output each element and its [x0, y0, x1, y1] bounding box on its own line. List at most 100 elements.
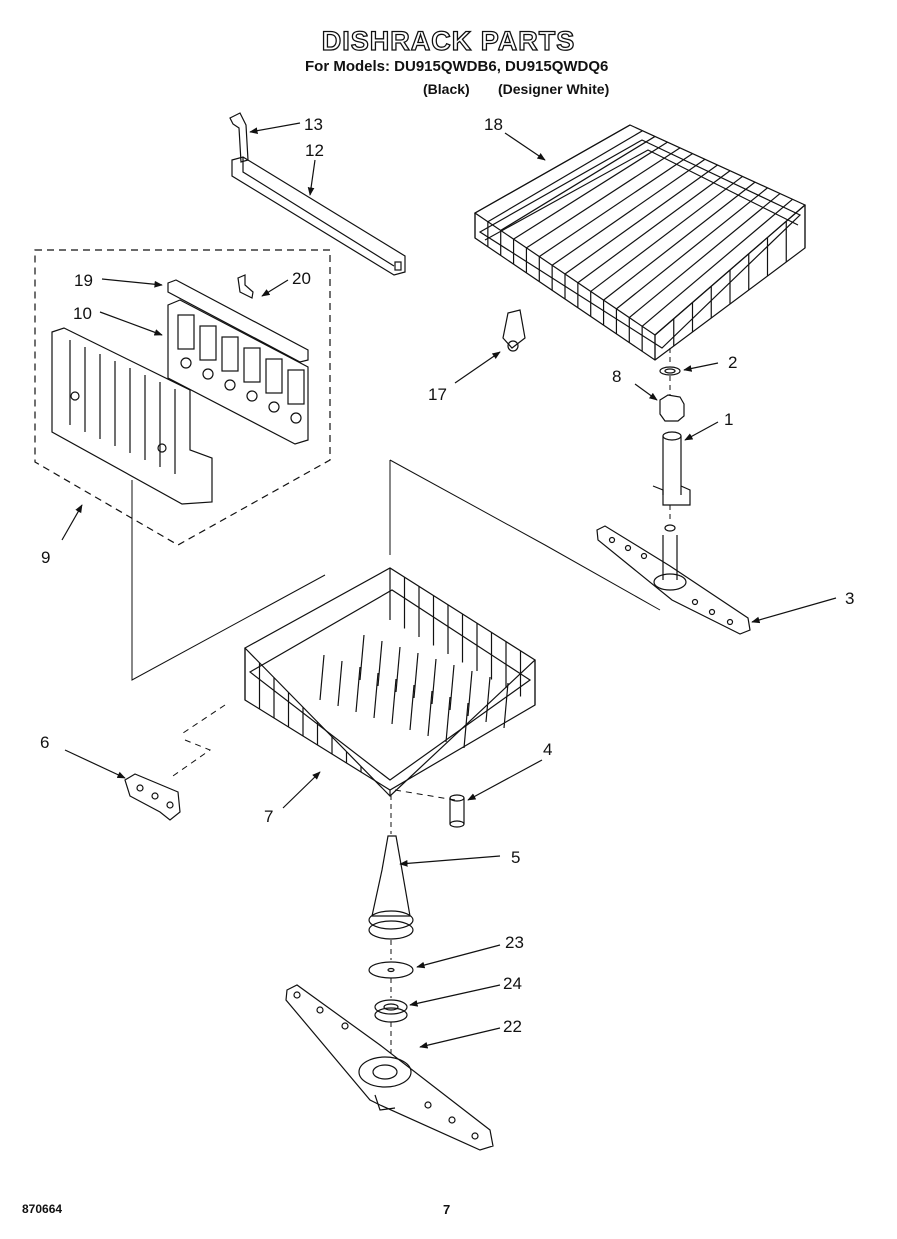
- spray-hole: [608, 536, 616, 544]
- rack-clip-13: [229, 112, 249, 163]
- leader-5: [399, 855, 501, 867]
- shelf-grid-cell: [243, 347, 261, 383]
- lower-spray-hub-5: [368, 835, 414, 940]
- spray-hole: [341, 1022, 349, 1030]
- shelf-grid-cell: [177, 314, 195, 350]
- spray-tube-1: [652, 431, 691, 532]
- lower-rack-7: [244, 567, 536, 797]
- rack-tine: [373, 672, 379, 719]
- spray-hole: [316, 1006, 324, 1014]
- shelf-hook: [290, 412, 302, 424]
- rack-tine: [391, 678, 397, 725]
- models-line: For Models: DU915QWDB6, DU915QWDQ6: [305, 58, 609, 75]
- rack-tine: [395, 646, 401, 693]
- upper-spray-arm-3: [596, 525, 751, 635]
- callout-22: 22: [503, 1017, 522, 1036]
- upper-rack-wire: [577, 170, 731, 284]
- leader-2: [683, 362, 719, 372]
- callout-19: 19: [74, 271, 93, 290]
- spray-hole: [471, 1132, 479, 1140]
- upper-rack-wire: [526, 147, 681, 249]
- callout-9: 9: [41, 548, 50, 567]
- washer-23: [368, 961, 414, 979]
- upper-rack-wire: [603, 181, 756, 301]
- nut-8: [659, 394, 685, 422]
- shelf-hook: [246, 390, 258, 402]
- shelf-hook: [224, 379, 236, 391]
- spray-hole: [726, 618, 734, 626]
- leader-arrows: [61, 122, 837, 1049]
- upper-rack-wire: [564, 164, 718, 275]
- callout-1: 1: [724, 410, 733, 429]
- callout-12: 12: [305, 141, 324, 160]
- leader-7: [282, 771, 321, 809]
- track-rail-12: [231, 156, 406, 276]
- callout-13: 13: [304, 115, 323, 134]
- rack-tine: [413, 652, 419, 699]
- shelf-hook: [268, 401, 280, 413]
- lower-spray-arm-22: [285, 984, 494, 1151]
- leader-20: [261, 279, 289, 297]
- clip-17: [502, 309, 526, 352]
- washer-2: [659, 366, 681, 376]
- callout-6: 6: [40, 733, 49, 752]
- callout-17: 17: [428, 385, 447, 404]
- leader-17: [454, 351, 501, 384]
- leader-19: [101, 278, 163, 288]
- cup-shelf-10: [167, 299, 309, 445]
- upper-rack-wire: [487, 130, 643, 223]
- upper-rack-wire: [551, 158, 706, 266]
- rack-tine: [463, 702, 469, 749]
- bearing-24: [374, 999, 408, 1023]
- upper-rack-wire: [628, 193, 781, 319]
- bar-19: [167, 279, 309, 363]
- spray-hole: [708, 608, 716, 616]
- bracket-6: [124, 773, 181, 821]
- rack-tine: [319, 654, 325, 701]
- rack-tine: [359, 634, 365, 681]
- leader-4: [467, 759, 543, 801]
- shelf-panel: [51, 327, 213, 505]
- leader-9: [61, 504, 83, 541]
- rack-tine: [445, 696, 451, 743]
- callout-3: 3: [845, 589, 854, 608]
- document-code: 870664: [22, 1202, 63, 1216]
- callout-4: 4: [543, 740, 552, 759]
- rack-tine: [427, 690, 433, 737]
- leader-22: [419, 1027, 501, 1049]
- shelf-grid-cell: [199, 325, 217, 361]
- diagram-title: DISHRACK PARTS: [321, 25, 576, 56]
- variant-white: (Designer White): [498, 81, 610, 97]
- rack-tine: [485, 676, 491, 723]
- leader-13: [249, 122, 301, 134]
- rack-tine: [409, 684, 415, 731]
- callout-20: 20: [292, 269, 311, 288]
- leader-6: [64, 749, 126, 779]
- callout-24: 24: [503, 974, 522, 993]
- upper-rack-18: [473, 124, 807, 361]
- rack-tine: [377, 640, 383, 687]
- callout-labels: 13 12 18 19 20 10 17 2 8 1 9 3 6 4 7 5 2…: [40, 115, 854, 1036]
- upper-rack-wire: [513, 141, 668, 240]
- spray-hole: [624, 544, 632, 552]
- leader-18: [504, 132, 546, 161]
- upper-rack-wire: [538, 153, 693, 258]
- rack-tine: [431, 658, 437, 705]
- upper-rack-wire: [590, 175, 743, 292]
- page-number: 7: [443, 1202, 451, 1217]
- spray-hole: [293, 991, 301, 999]
- upper-rack-wire: [616, 187, 768, 310]
- assembly-lines: [131, 348, 671, 1058]
- callout-18: 18: [484, 115, 503, 134]
- leader-3: [751, 597, 837, 624]
- callout-8: 8: [612, 367, 621, 386]
- spray-hole: [691, 598, 699, 606]
- leader-10: [99, 311, 163, 336]
- rack-tine: [503, 682, 509, 729]
- shelf-grid-cell: [265, 358, 283, 394]
- leader-24: [409, 984, 501, 1007]
- leader-1: [684, 421, 719, 441]
- upper-rack-wire: [500, 135, 656, 231]
- spray-hole: [640, 552, 648, 560]
